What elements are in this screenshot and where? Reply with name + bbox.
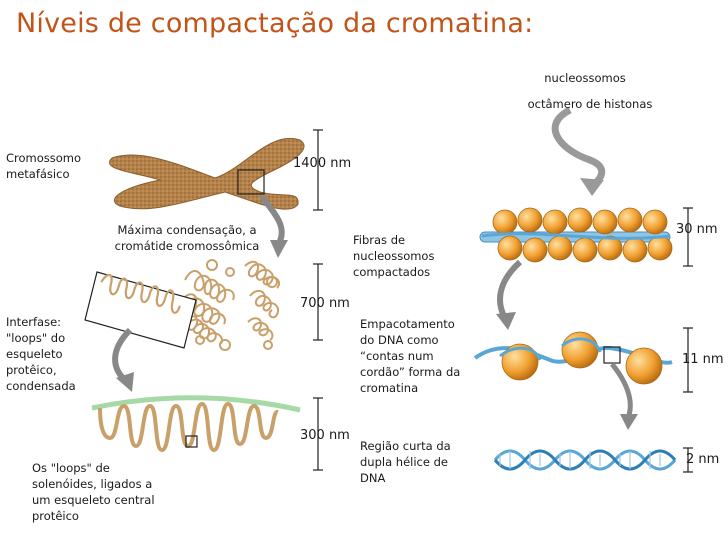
scale-30nm: 30 nm	[676, 222, 718, 237]
scale-bars-left	[313, 129, 323, 471]
label-octamero: octâmero de histonas	[527, 97, 653, 111]
solenoid-loops	[91, 395, 301, 453]
scale-bars-right	[683, 207, 693, 473]
label-maxima: Máxima condensação, a cromátide cromossô…	[114, 223, 260, 253]
arrow-2	[112, 327, 133, 383]
zoom-box-beads	[603, 346, 621, 364]
zoom-box-chromosome	[237, 169, 265, 195]
scale-11nm: 11 nm	[682, 352, 724, 367]
condensed-chromatid	[181, 259, 281, 351]
page-title: Níveis de compactação da cromatina:	[16, 8, 534, 39]
zoom-box-loops	[185, 435, 198, 448]
scale-2nm: 2 nm	[686, 452, 720, 467]
label-cromossomo: Cromossomo metafásico	[6, 151, 82, 181]
beads-on-string-11nm	[473, 331, 673, 385]
scale-1400nm: 1400 nm	[293, 156, 352, 171]
label-regiao: Região curta da dupla hélice de DNA	[360, 439, 451, 485]
label-fibras: Fibras de nucleossomos compactados	[353, 233, 435, 279]
label-empacotamento: Empacotamento do DNA como “contas num co…	[360, 317, 461, 395]
label-interfase: Interfase: "loops" do esqueleto protêico…	[6, 315, 76, 393]
scale-700nm: 700 nm	[300, 296, 350, 311]
label-nucleossomos: nucleossomos	[544, 71, 626, 85]
scale-300nm: 300 nm	[300, 428, 350, 443]
label-loops: Os "loops" de solenóides, ligados a um e…	[32, 461, 155, 523]
metaphase-chromosome	[109, 137, 305, 210]
nucleosome-fiber-30nm	[479, 207, 673, 263]
arrow-1	[259, 194, 285, 247]
dna-double-helix	[493, 449, 677, 471]
interphase-box	[84, 271, 197, 349]
arrow-3	[551, 106, 606, 189]
arrow-4	[497, 259, 523, 320]
arrow-5	[610, 362, 633, 419]
